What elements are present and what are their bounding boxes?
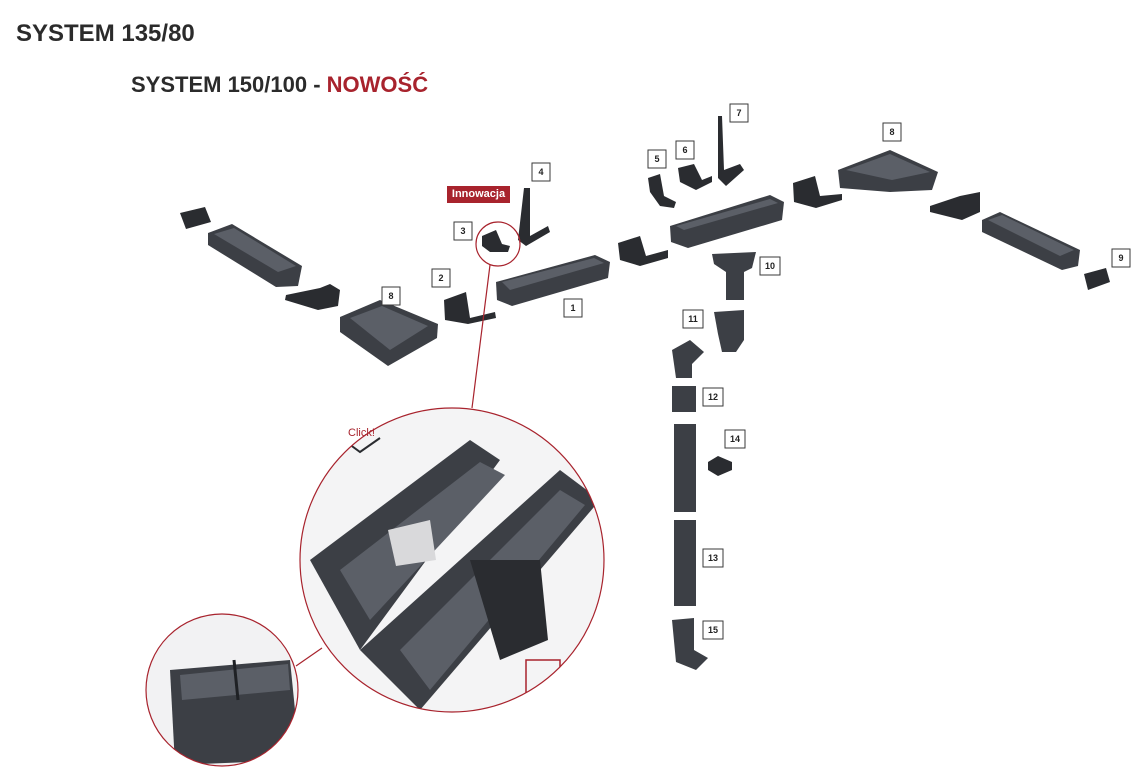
svg-text:4: 4 <box>538 167 543 177</box>
gutter-left <box>208 224 302 287</box>
detail-zoom-small <box>145 613 323 767</box>
connector-left <box>285 284 340 310</box>
hanger-4 <box>518 188 550 246</box>
pipe-12 <box>672 386 696 412</box>
pipe-13 <box>674 520 696 606</box>
label-box-6: 6 <box>675 140 695 160</box>
end-cap-right <box>1084 268 1110 290</box>
connector-center <box>618 236 668 266</box>
svg-text:7: 7 <box>736 108 741 118</box>
label-box-12: 12 <box>702 387 724 407</box>
svg-text:11: 11 <box>688 314 698 324</box>
svg-text:2: 2 <box>438 273 443 283</box>
connector-2 <box>444 292 496 324</box>
label-box-8-left: 8 <box>381 286 401 306</box>
svg-text:9: 9 <box>1118 253 1123 263</box>
label-box-13: 13 <box>702 548 724 568</box>
innovation-badge: Innowacja <box>447 186 510 203</box>
subtitle-main: SYSTEM 150/100 - <box>131 72 327 97</box>
connector-right <box>793 176 842 208</box>
label-box-9: 9 <box>1111 248 1131 268</box>
label-box-5: 5 <box>647 149 667 169</box>
page-subtitle: SYSTEM 150/100 - NOWOŚĆ <box>131 72 428 98</box>
svg-text:3: 3 <box>460 226 465 236</box>
corner-8-right <box>838 150 938 192</box>
svg-text:6: 6 <box>682 145 687 155</box>
click-label: Click! <box>348 427 375 439</box>
svg-text:10: 10 <box>765 261 775 271</box>
label-box-15: 15 <box>702 620 724 640</box>
label-box-1: 1 <box>563 298 583 318</box>
pipe-long <box>674 424 696 512</box>
svg-text:13: 13 <box>708 553 718 563</box>
gutter-center <box>670 195 784 248</box>
label-box-7: 7 <box>729 103 749 123</box>
svg-text:14: 14 <box>730 434 740 444</box>
subtitle-new: NOWOŚĆ <box>326 72 429 97</box>
label-box-11: 11 <box>682 309 704 329</box>
detail-zoom-large: Click! <box>299 407 605 713</box>
label-box-8-right: 8 <box>882 122 902 142</box>
svg-text:5: 5 <box>654 154 659 164</box>
connector-far-right <box>930 192 980 220</box>
hook-6 <box>678 164 712 190</box>
hook-7 <box>718 116 744 186</box>
page-title: SYSTEM 135/80 <box>16 20 195 47</box>
svg-text:12: 12 <box>708 392 718 402</box>
label-box-3: 3 <box>453 221 473 241</box>
bracket-3 <box>482 230 510 252</box>
shoe-15 <box>672 618 708 670</box>
svg-text:8: 8 <box>388 291 393 301</box>
label-box-4: 4 <box>531 162 551 182</box>
label-box-10: 10 <box>759 256 781 276</box>
svg-text:1: 1 <box>570 303 575 313</box>
label-box-2: 2 <box>431 268 451 288</box>
gutter-1 <box>496 255 610 306</box>
elbow-11 <box>672 310 744 378</box>
gutter-right <box>982 212 1080 270</box>
label-box-14: 14 <box>724 429 746 449</box>
svg-text:8: 8 <box>889 127 894 137</box>
end-cap-left <box>180 207 211 229</box>
outlet-10 <box>712 252 756 300</box>
corner-8-left <box>340 300 438 366</box>
svg-text:15: 15 <box>708 625 718 635</box>
zoom-indicator-small <box>471 221 521 409</box>
clamp-14 <box>708 456 732 476</box>
hook-5 <box>648 174 676 208</box>
